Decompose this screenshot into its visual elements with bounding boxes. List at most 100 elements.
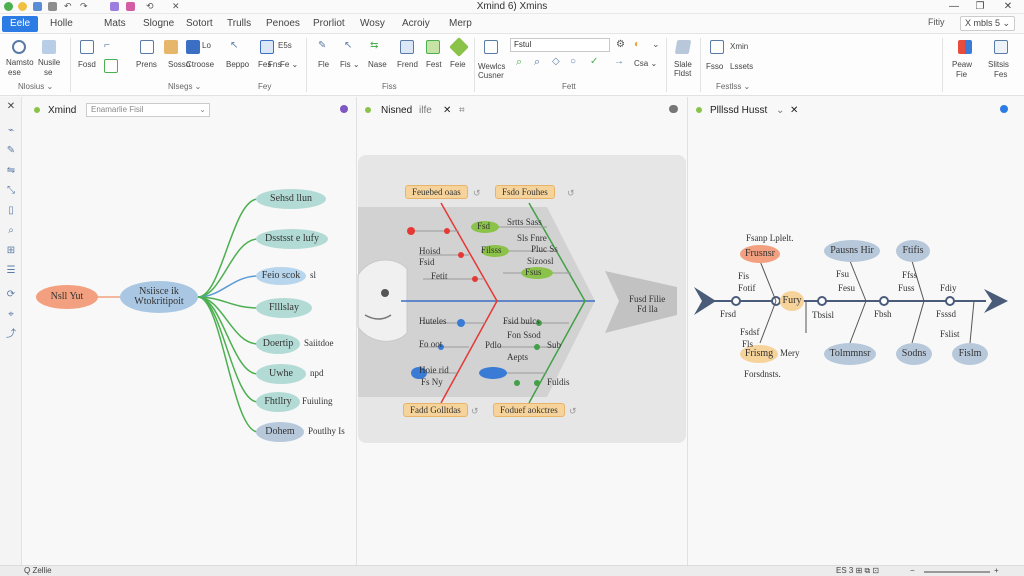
callout-icon[interactable] <box>140 40 154 54</box>
ribbon-beppo[interactable]: Beppo <box>226 60 250 69</box>
ribbon-fes2[interactable]: Fes <box>994 70 1008 79</box>
tool-9-icon[interactable]: ⟳ <box>6 289 16 300</box>
tool-5-icon[interactable]: ▯ <box>8 205 14 216</box>
menu-item-home[interactable]: Holle <box>50 18 73 29</box>
ribbon-fosd[interactable]: Fosd <box>78 60 96 69</box>
zoom-in-icon[interactable]: ⌕ <box>516 56 523 68</box>
ribbon-frend[interactable]: Frend <box>397 60 418 69</box>
ribbon-peaw[interactable]: Peaw <box>952 60 973 69</box>
panel-mindmap-title[interactable]: Xmind <box>48 105 77 116</box>
ribbon-fie[interactable]: Fie <box>956 70 968 79</box>
fishbone-tag-bottom[interactable]: Fadd Golltdas <box>403 403 468 417</box>
ribbon-sosso[interactable]: Sosso <box>168 60 191 69</box>
ribbon-fle[interactable]: Fle <box>318 60 330 69</box>
ribbon-group-fey[interactable]: Fey <box>258 82 272 91</box>
pin-icon[interactable]: ⌗ <box>459 105 465 116</box>
close-icon[interactable]: ✕ <box>790 105 799 116</box>
topic-icon[interactable] <box>80 40 94 54</box>
menu-right-dropdown[interactable]: X mbls 5 ⌄ <box>960 16 1016 31</box>
zoom-out-icon[interactable]: − <box>910 566 915 575</box>
ribbon-fns[interactable]: Fns <box>268 60 282 69</box>
fishbone-head-line1[interactable]: Fusd Filie <box>629 294 666 304</box>
main-topic[interactable]: Nsiisce ik Wtokritipoit <box>120 281 198 313</box>
ribbon-lo[interactable]: Lo <box>202 41 211 50</box>
add-icon[interactable]: ↺ <box>473 188 481 198</box>
branch-node[interactable]: Doertip <box>256 334 300 354</box>
ribbon-group-fett[interactable]: Fett <box>562 82 576 91</box>
timeline-node[interactable]: Fislm <box>952 343 988 365</box>
search-icon[interactable] <box>12 40 26 54</box>
new-file-icon[interactable] <box>33 2 42 11</box>
undo-icon[interactable]: ↶ <box>64 1 72 11</box>
timeline-node[interactable]: Frismg <box>740 345 778 363</box>
menu-item-sotort[interactable]: Sotort <box>186 18 213 29</box>
ribbon-lssets[interactable]: Lssets <box>730 62 754 71</box>
timeline-node[interactable]: Pausns Hir <box>824 240 880 262</box>
branch-node[interactable]: Feio scok <box>256 267 306 285</box>
ribbon-e5s[interactable]: E5s <box>278 41 292 50</box>
fishbone-tag-top[interactable]: Fsdo Fouhes <box>495 185 555 199</box>
tool-6-icon[interactable]: ⌕ <box>8 225 14 236</box>
summary-icon[interactable] <box>164 40 178 54</box>
menu-item-wosy[interactable]: Wosy <box>360 18 385 29</box>
menu-item-merp[interactable]: Merp <box>449 18 472 29</box>
image-icon[interactable] <box>400 40 414 54</box>
add-icon[interactable]: ↺ <box>567 188 575 198</box>
branch-node[interactable]: Flllslay <box>256 298 312 318</box>
clip-icon[interactable] <box>449 37 469 57</box>
ribbon-fe[interactable]: Fe ⌄ <box>280 60 299 69</box>
history-icon[interactable]: ⟲ <box>146 1 154 11</box>
ribbon-feie[interactable]: Feie <box>450 60 466 69</box>
ribbon-fsso[interactable]: Fsso <box>706 62 724 71</box>
zoom-in-icon[interactable]: + <box>994 566 999 575</box>
chevron-down-icon[interactable]: ⌄ <box>776 105 785 116</box>
check-icon[interactable]: ✓ <box>590 56 599 67</box>
open-folder-icon[interactable] <box>48 2 57 11</box>
ribbon-fldst[interactable]: Fldst <box>674 69 692 78</box>
layout-icon[interactable] <box>674 40 692 54</box>
timeline-node[interactable]: Frusnsr <box>740 245 780 263</box>
menu-item-penoes[interactable]: Penoes <box>266 18 300 29</box>
panel-timeline-prev-icon[interactable] <box>670 105 678 113</box>
arrow-right-icon[interactable]: → <box>614 56 624 67</box>
timeline-node[interactable]: Tolmmnsr <box>824 343 876 365</box>
ribbon-group-nlosius[interactable]: Nlosius ⌄ <box>18 82 54 91</box>
zoom-slider[interactable] <box>924 571 990 573</box>
ribbon-cusner[interactable]: Cusner <box>478 71 504 80</box>
tool-8-icon[interactable]: ☰ <box>6 265 16 276</box>
ribbon-slale[interactable]: Slale <box>674 60 692 69</box>
close-panel-icon[interactable]: ✕ <box>6 101 16 112</box>
menu-item-mats[interactable]: Mats <box>104 18 126 29</box>
ribbon-se[interactable]: se <box>44 68 53 77</box>
menu-item-prorliot[interactable]: Prorliot <box>313 18 345 29</box>
menu-item-slogne[interactable]: Slogne <box>143 18 175 29</box>
ribbon-ctroose[interactable]: Ctroose <box>186 60 215 69</box>
more-dropdown-icon[interactable]: ⌄ <box>652 39 660 49</box>
relationship-icon[interactable]: ↖ <box>230 40 239 51</box>
tool-10-icon[interactable]: ⌖ <box>8 309 14 320</box>
close-tab-icon[interactable]: ✕ <box>172 1 180 11</box>
ribbon-namsto[interactable]: Namsto <box>6 58 34 67</box>
ribbon-nusile[interactable]: Nusile <box>38 58 61 67</box>
ribbon-wewlcs[interactable]: Wewlcs <box>478 62 506 71</box>
status-left[interactable]: Q Zellie <box>24 566 52 575</box>
zoom-out-icon[interactable]: ⌕ <box>534 56 541 68</box>
flow-icon[interactable]: ⇆ <box>370 40 379 51</box>
save-icon[interactable] <box>18 2 27 11</box>
ribbon-csa[interactable]: Csa ⌄ <box>634 59 658 68</box>
menu-right-label[interactable]: Fitiy <box>928 17 945 27</box>
minimize-button[interactable]: — <box>949 1 959 12</box>
tool-11-icon[interactable]: ⤴ <box>6 329 16 340</box>
timeline-center-node[interactable]: Fury <box>780 291 804 311</box>
branch-node[interactable]: Dohem <box>256 422 304 442</box>
tool-3-icon[interactable]: ⇋ <box>6 165 16 176</box>
theme-icon[interactable] <box>126 2 135 11</box>
share-icon[interactable] <box>958 40 972 54</box>
menu-item-acroiy[interactable]: Acroiy <box>402 18 430 29</box>
menu-item-trulls[interactable]: Trulls <box>227 18 252 29</box>
branch-node[interactable]: Dsstsst e lufy <box>256 229 328 249</box>
ribbon-fis[interactable]: Fis ⌄ <box>340 60 360 69</box>
menu-file[interactable]: Eele <box>2 16 38 32</box>
ribbon-fes[interactable]: Fes <box>258 60 272 69</box>
ribbon-slitsis[interactable]: Slitsis <box>988 60 1009 69</box>
